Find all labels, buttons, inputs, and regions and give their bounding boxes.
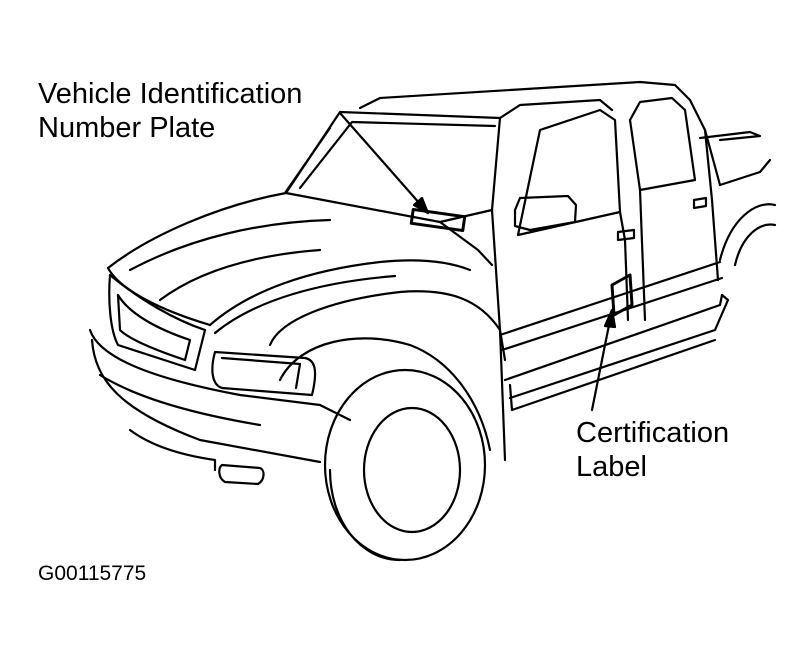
front-fender: [268, 290, 507, 362]
hood-crease-1: [128, 218, 332, 272]
front-door-window: [516, 108, 622, 237]
tire-tread-outer: [328, 468, 402, 562]
a-pillar: [498, 98, 614, 120]
rear-door-window: [628, 96, 697, 192]
body-rear-edge: [703, 128, 720, 282]
front-wheel-arch: [278, 337, 492, 452]
certification-leader-line: [590, 318, 612, 412]
door-handle-rear: [692, 196, 708, 210]
certification-callout-line1: Certification: [576, 417, 730, 449]
hood-crease-3: [208, 259, 472, 327]
front-bumper: [90, 338, 322, 464]
door-line-rear: [638, 188, 647, 322]
running-board: [508, 338, 717, 412]
body-side: [490, 208, 507, 462]
hood-crease-4: [213, 274, 397, 335]
certification-leader-arrow: [603, 308, 617, 329]
figure-code: G00115775: [38, 562, 147, 585]
rear-wheel-arch-inner: [733, 223, 777, 267]
truck-bed: [698, 130, 762, 142]
vin-plate-callout-line2: Number Plate: [38, 112, 216, 144]
vin-plate-callout: Vehicle Identification Number Plate: [38, 77, 302, 145]
door-line-front: [618, 210, 630, 322]
front-bumper-top: [88, 328, 352, 422]
certification-label: [610, 273, 634, 317]
hood-outline: [106, 191, 494, 270]
vin-plate: [409, 207, 467, 233]
rocker-panel-lower: [508, 293, 730, 400]
certification-callout-line2: Label: [576, 451, 647, 483]
hood-front-edge: [106, 266, 212, 327]
grille-inner: [116, 293, 192, 362]
grille-outline: [108, 273, 207, 372]
hood-crease-2: [158, 248, 322, 302]
side-molding-upper: [498, 260, 722, 337]
front-wheel-rim: [362, 406, 462, 534]
windshield-inner: [298, 120, 497, 190]
headlight-inner: [220, 356, 302, 390]
vin-plate-callout-line1: Vehicle Identification: [38, 78, 303, 110]
headlight: [211, 350, 317, 397]
rear-wheel-arch: [718, 203, 777, 262]
windshield: [284, 110, 502, 212]
side-mirror: [513, 194, 578, 232]
rocker-panel: [503, 293, 724, 382]
fog-light: [218, 463, 265, 486]
hood-side-edge: [438, 220, 494, 267]
certification-callout: Certification Label: [576, 416, 729, 484]
front-tire: [323, 368, 487, 562]
bed-side: [718, 158, 772, 187]
vin-leader-arrow: [412, 196, 430, 215]
door-handle-front: [616, 228, 636, 242]
vin-leader-line-2: [338, 111, 430, 215]
air-dam: [128, 428, 217, 472]
bumper-edge: [98, 373, 262, 427]
vin-leader-line-1: [283, 126, 332, 195]
